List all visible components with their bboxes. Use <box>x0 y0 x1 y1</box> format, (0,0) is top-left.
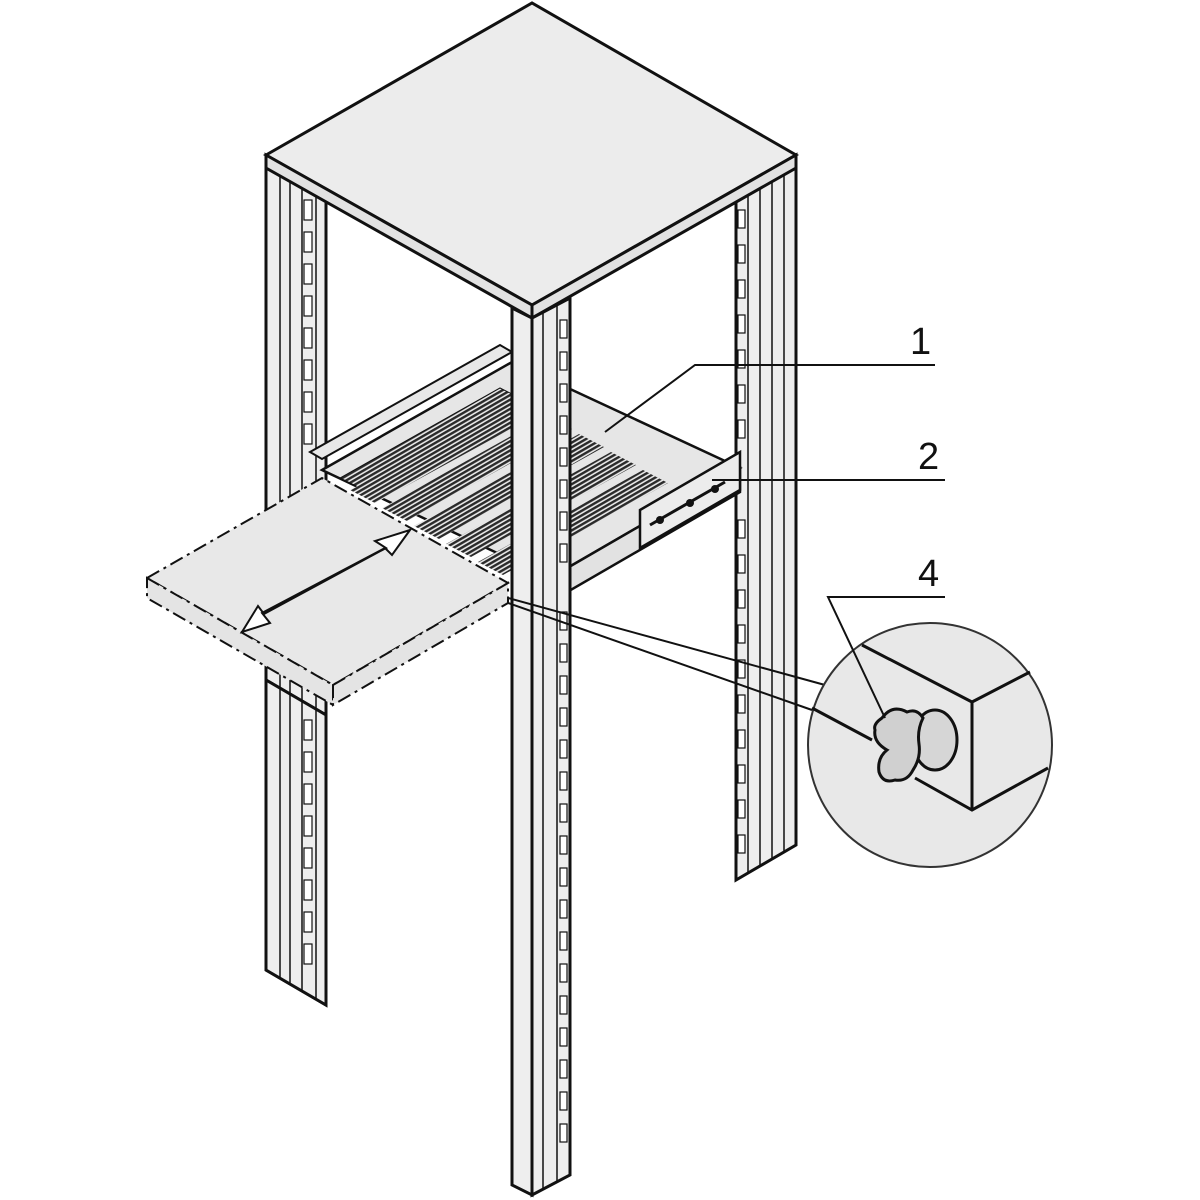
rack-top-panel <box>262 1 800 321</box>
telescopic-slide-rail <box>638 449 742 551</box>
rear-right-post <box>734 157 798 883</box>
double-arrow-icon <box>239 528 413 634</box>
leader-4 <box>826 596 945 719</box>
front-post <box>510 295 572 1198</box>
pulled-out-shelf <box>144 476 511 707</box>
wing-nut-icon <box>873 707 959 783</box>
leader-1 <box>604 364 935 433</box>
callout-4: 4 <box>918 553 940 595</box>
callout-2: 2 <box>918 436 940 478</box>
callout-leaders <box>604 364 945 719</box>
callout-1: 1 <box>910 321 932 363</box>
detail-shelf-corner <box>811 643 1049 812</box>
